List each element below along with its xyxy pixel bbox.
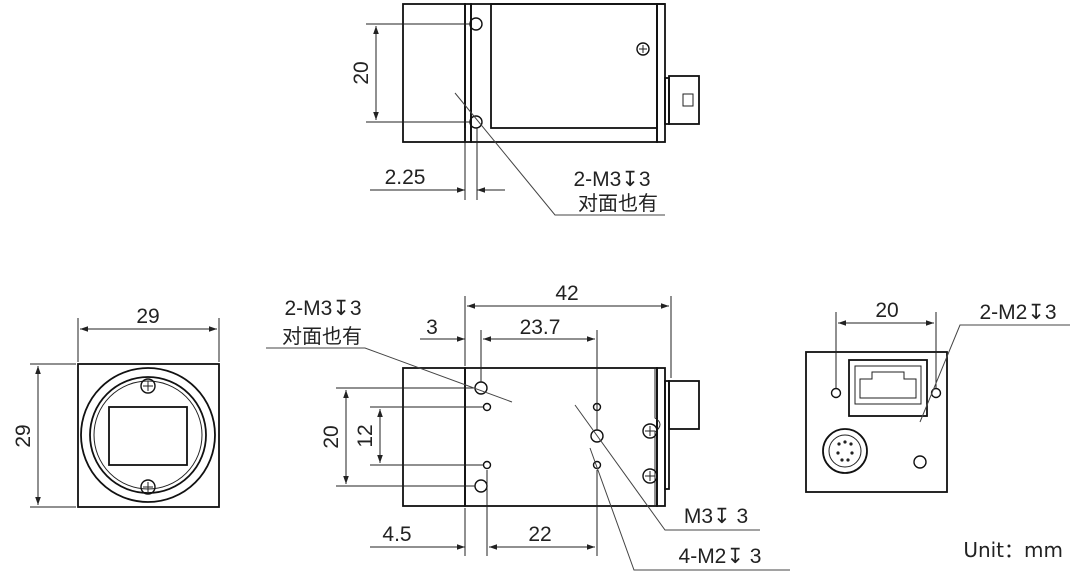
- rear-view: 20 2-M2↧3: [805, 299, 1070, 493]
- screw-icon: [642, 423, 658, 439]
- side-hole-m3-bottom: [474, 479, 488, 493]
- screw-icon: [636, 42, 650, 56]
- side-note-thread: 2-M3↧3: [284, 297, 361, 320]
- rear-body: [805, 351, 948, 493]
- top-note-thread: 2-M3↧3: [573, 168, 650, 191]
- top-connector: [668, 75, 700, 125]
- top-dim-height: 20: [350, 61, 373, 84]
- top-camera-body: [470, 3, 658, 143]
- side-camera-body: [464, 367, 658, 507]
- top-view: 20 2.25 2-M3↧3 对面也有: [350, 3, 700, 216]
- screw-icon: [140, 378, 156, 394]
- side-lens-mount: [402, 367, 466, 507]
- side-note-opposite: 对面也有: [282, 324, 362, 348]
- top-dim-offset: 2.25: [385, 166, 426, 189]
- rear-dim-width: 20: [875, 299, 898, 322]
- side-dim-12: 12: [354, 424, 377, 447]
- rear-note-thread: 2-M2↧3: [979, 301, 1056, 324]
- unit-label: Unit：mm: [963, 538, 1063, 562]
- front-body: [77, 363, 220, 508]
- screw-icon: [642, 468, 658, 484]
- rear-hole-left: [830, 387, 842, 399]
- rear-led: [913, 455, 927, 469]
- side-note-m2: 4-M2↧ 3: [679, 545, 762, 568]
- front-dim-width: 29: [136, 305, 159, 328]
- side-dim-22: 22: [528, 523, 551, 546]
- top-note-opposite: 对面也有: [578, 191, 658, 215]
- side-dim-length: 42: [555, 282, 578, 305]
- top-lens-mount: [402, 3, 466, 143]
- power-connector-icon: [822, 428, 868, 474]
- side-view: 42 3 23.7 20 12 4.5 22 2-M3↧3 对面也有 M3↧ 3…: [266, 282, 790, 571]
- side-dim-23-7: 23.7: [520, 316, 561, 339]
- side-connector: [668, 380, 700, 430]
- side-note-m3: M3↧ 3: [684, 505, 748, 528]
- side-dim-20: 20: [320, 425, 343, 448]
- front-sensor-window: [108, 406, 188, 466]
- ethernet-port-icon: [848, 359, 928, 417]
- front-view: 29 29: [12, 305, 220, 508]
- screw-icon: [140, 479, 156, 495]
- side-dim-3: 3: [426, 316, 438, 339]
- side-dim-4-5: 4.5: [382, 523, 411, 546]
- front-dim-height: 29: [12, 424, 35, 447]
